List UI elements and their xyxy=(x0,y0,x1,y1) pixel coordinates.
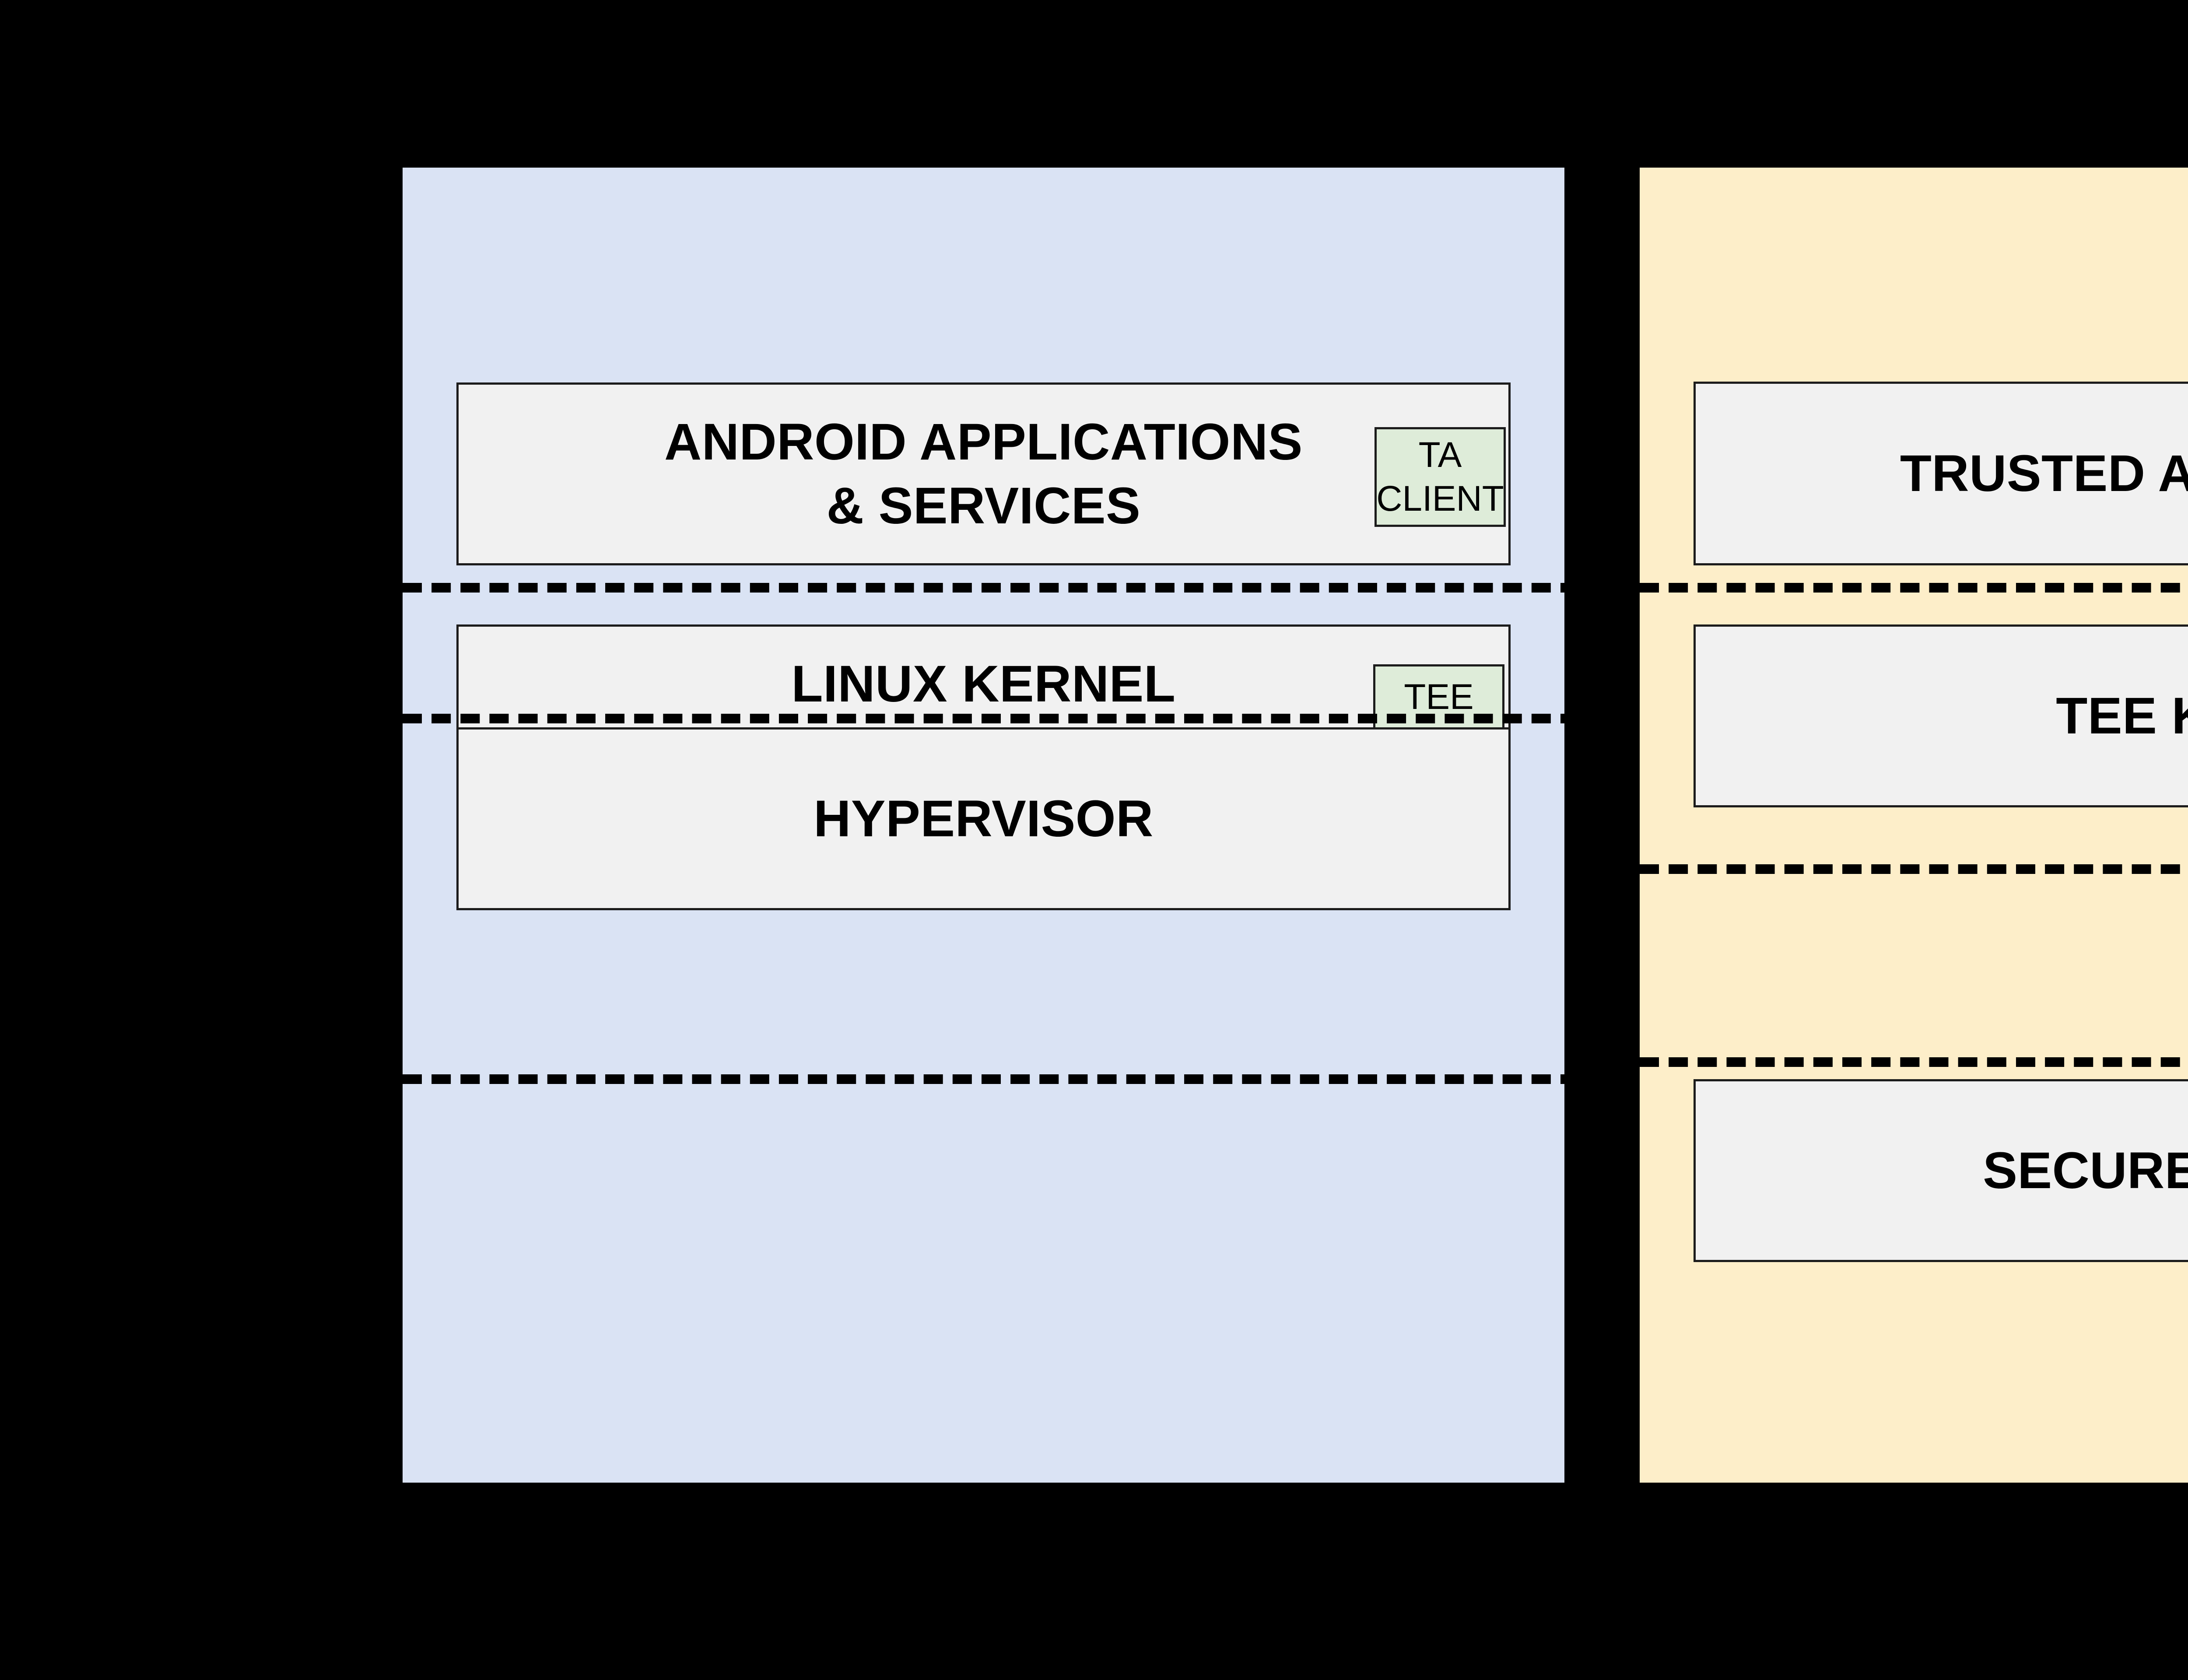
normal-world-panel: NORMAL WORLD ANDROID APPLICATIONS & SERV… xyxy=(403,168,1564,1483)
separator-normal-world-1 xyxy=(403,583,1580,593)
sub-label-ta-client: TA CLIENT xyxy=(1376,435,1504,519)
secure-world-panel: SECURE WORLD TRUSTED APPLICATIONS TEE KE… xyxy=(1640,168,2188,1483)
sub-box-ta-client[interactable]: TA CLIENT xyxy=(1375,427,1506,527)
layer-label-secure-monitor: SECURE MONITOR xyxy=(1983,1141,2188,1199)
separator-secure-world-2 xyxy=(1640,864,2188,874)
separator-secure-world-1 xyxy=(1640,583,2188,593)
separator-normal-world-2 xyxy=(403,714,1580,723)
separator-normal-world-3 xyxy=(403,1074,1580,1084)
layer-label-tee-kernel: TEE KERNEL xyxy=(2056,687,2188,745)
layer-label-trusted-applications: TRUSTED APPLICATIONS xyxy=(1900,444,2188,502)
layer-box-secure-monitor[interactable]: SECURE MONITOR xyxy=(1694,1079,2188,1262)
layer-box-tee-kernel[interactable]: TEE KERNEL xyxy=(1694,624,2188,807)
layer-box-android-applications[interactable]: ANDROID APPLICATIONS & SERVICES TA CLIEN… xyxy=(456,382,1511,565)
layer-box-hypervisor[interactable]: HYPERVISOR xyxy=(456,727,1511,910)
separator-secure-world-3 xyxy=(1640,1057,2188,1067)
layer-label-hypervisor: HYPERVISOR xyxy=(813,789,1154,848)
layer-box-trusted-applications[interactable]: TRUSTED APPLICATIONS xyxy=(1694,382,2188,565)
layer-label-android-applications: ANDROID APPLICATIONS & SERVICES xyxy=(664,413,1303,535)
